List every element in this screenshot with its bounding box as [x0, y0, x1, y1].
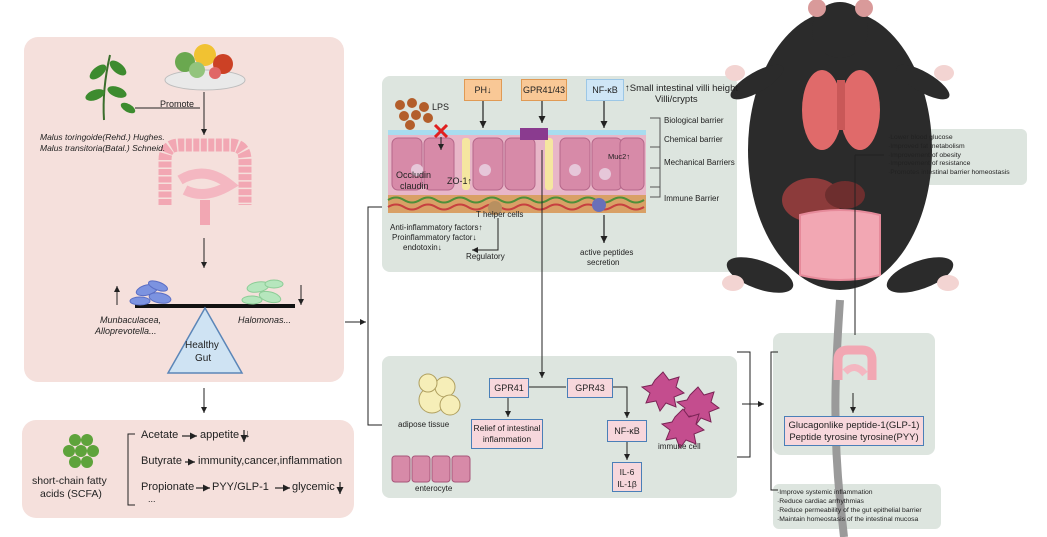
healthy-gut-1: Healthy	[185, 340, 219, 351]
gpr43-box: GPR43	[567, 378, 613, 398]
enterocyte-label: enterocyte	[415, 484, 453, 493]
relief-box: Relief of intestinal inflammation	[471, 419, 543, 449]
glp1-label: Glucagonlike peptide-1(GLP-1)	[788, 420, 920, 431]
scfa-molecule-icon	[63, 434, 99, 468]
propionate-effect: glycemic	[292, 481, 335, 493]
villi-text-1: ↑Small intestinal villi height	[625, 83, 738, 94]
mouse-illustration	[722, 0, 959, 537]
zo1-label: ZO-1↑	[447, 176, 473, 186]
intestine-illustration	[158, 138, 252, 225]
biological-barrier-label: Biological barrier	[664, 116, 724, 125]
acetate-effect: appetite	[200, 429, 240, 441]
endotoxin-label: endotoxin↓	[403, 243, 442, 252]
t-helper-label: T helper cells	[476, 210, 524, 219]
plant-leaves-icon	[85, 54, 136, 121]
anti-inflammatory-label: Anti-inflammatory factors↑	[390, 223, 483, 232]
effect-item: ·Promotes intestinal barrier homeostasis	[888, 169, 1010, 177]
glp-pyy-box: Glucagonlike peptide-1(GLP-1) Peptide ty…	[784, 416, 924, 446]
regulatory-label: Regulatory	[466, 252, 505, 261]
acetate-label: Acetate	[141, 429, 179, 441]
food-bowl-icon	[164, 44, 246, 91]
active-peptides-2: secretion	[587, 258, 620, 267]
effect-item: ·Improvement of resistance	[888, 160, 971, 168]
ph-box: PH↓	[464, 79, 502, 101]
lps-particles	[395, 98, 433, 130]
adipose-label: adipose tissue	[398, 420, 450, 429]
scfa-label-1: short-chain fatty	[32, 475, 107, 487]
propionate-mid: PYY/GLP-1	[212, 481, 269, 493]
effect-item: ·Improve systemic inflammation	[777, 489, 873, 496]
active-peptides-1: active peptides	[580, 248, 634, 257]
propionate-label: Propionate	[141, 481, 195, 493]
chemical-barrier-label: Chemical barrier	[664, 135, 723, 144]
immune-cell-icon	[640, 371, 721, 450]
bacteria-up-2: Alloprevotella...	[95, 326, 157, 336]
nfkb-box-top: NF-κB	[586, 79, 624, 101]
intestinal-barrier-illustration	[387, 128, 646, 215]
proinflammatory-label: Proinflammatory factor↓	[392, 233, 477, 242]
butyrate-effect: immunity,cancer,inflammation	[198, 455, 343, 467]
occludin-label: Occludin	[396, 170, 432, 180]
bacteria-down: Halomonas...	[238, 315, 292, 325]
block-x-icon	[433, 123, 449, 139]
enterocyte-cells-icon	[391, 455, 471, 483]
villi-text-2: Villi/crypts	[655, 94, 698, 105]
gpr4143-box: GPR41/43	[521, 79, 567, 101]
lps-label: LPS	[432, 102, 450, 112]
gpr41-box: GPR41	[489, 378, 529, 398]
butyrate-label: Butyrate	[141, 455, 182, 467]
scfa-ellipsis: ...	[148, 494, 156, 504]
mechanical-barriers-label: Mechanical Barriers	[664, 158, 735, 167]
plant-species-1: Malus toringoide(Rehd.) Hughes.	[40, 132, 165, 142]
il-box: IL-6 IL-1β	[612, 462, 642, 492]
pyy-label: Peptide tyrosine tyrosine(PYY)	[789, 432, 919, 443]
muc2-label: Muc2↑	[608, 152, 631, 161]
balance-seesaw	[129, 279, 295, 374]
scfa-label-2: acids (SCFA)	[40, 488, 102, 500]
bottom-effects-panel	[773, 484, 941, 529]
left-panel	[24, 37, 344, 382]
bottom-effects-list: ·Improve systemic inflammation ·Reduce c…	[777, 488, 922, 524]
effect-item: ·Reduce cardiac arrhythmias	[777, 498, 864, 505]
adipose-tissue-icon	[418, 373, 461, 416]
promote-label: Promote	[160, 99, 195, 109]
nfkb-box: NF-κB	[607, 420, 647, 442]
immune-barrier-label: Immune Barrier	[664, 194, 720, 203]
small-intestine-icon	[833, 345, 877, 380]
bacteria-up-1: Munbaculacea,	[100, 315, 162, 325]
healthy-gut-2: Gut	[195, 353, 212, 364]
immune-cell-label: immune cell	[658, 442, 701, 451]
effect-item: ·Maintain homeostasis of the intestinal …	[777, 516, 919, 523]
down-arrow-glyph: ↓	[245, 428, 251, 440]
effect-item: ·Improvement of obesity	[888, 151, 961, 159]
effect-item: ·Lower blood glucose	[888, 134, 953, 141]
claudin-label: claudin	[400, 181, 429, 191]
il6-label: IL-6	[619, 467, 635, 477]
relief-line-1: Relief of intestinal	[473, 423, 541, 433]
mouse-effects-list: ·Lower blood glucose ·Improved fat metab…	[888, 134, 1010, 178]
plant-species-2: Malus transitoria(Batal.) Schneid.	[40, 143, 166, 153]
relief-line-2: inflammation	[482, 434, 532, 444]
effect-item: ·Improved fat metabolism	[888, 142, 965, 150]
effect-item: ·Reduce permeability of the gut epitheli…	[777, 507, 922, 514]
il1b-label: IL-1β	[617, 479, 637, 489]
